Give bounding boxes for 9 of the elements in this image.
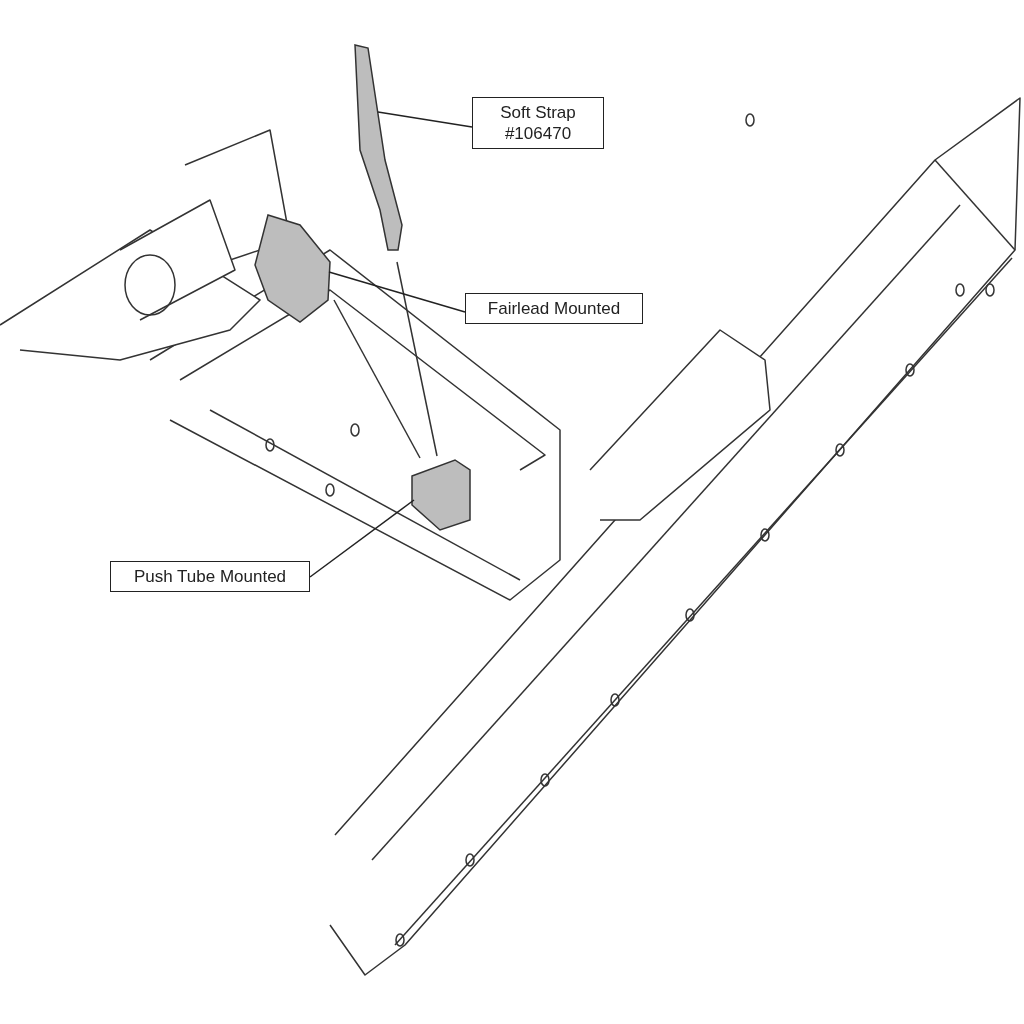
leader-line: [377, 111, 473, 128]
callout-label: Fairlead Mounted: [465, 293, 643, 324]
bracket-part: [254, 214, 331, 323]
leader-line: [328, 271, 466, 313]
bracket-part: [411, 459, 471, 531]
strap-part: [354, 44, 403, 251]
callout-label: Soft Strap #106470: [472, 97, 604, 149]
leader-line: [309, 499, 415, 578]
callout-label: Push Tube Mounted: [110, 561, 310, 592]
